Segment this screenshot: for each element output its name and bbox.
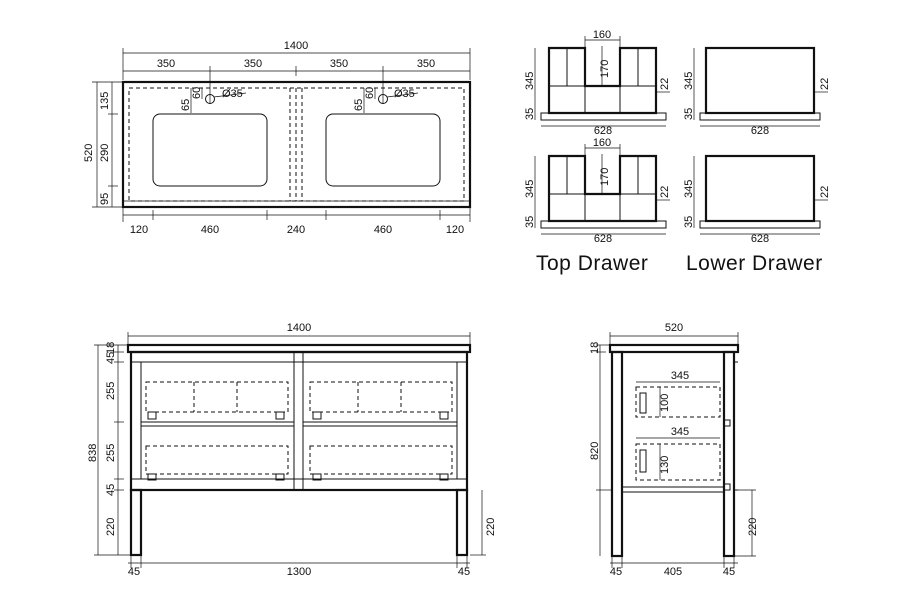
front-height-top: 18 (105, 342, 117, 354)
lower-drawer-2-width: 628 (751, 233, 769, 245)
lower-drawer-section-1: 22 345 35 628 (683, 46, 831, 137)
side-bottom-seg-3: 45 (723, 566, 735, 578)
top-drawer-2-offset: 22 (659, 186, 671, 198)
top-drawer-1-base: 35 (524, 108, 536, 120)
top-bottom-seg-4: 460 (374, 224, 392, 236)
top-depth: 520 (83, 144, 95, 162)
tap-hole-right-diameter: Ø35 (394, 88, 415, 100)
basin-left (152, 113, 268, 187)
tap-offset-right-b: 60 (364, 87, 376, 99)
top-drawer-section-2: 160 170 22 345 35 628 (524, 137, 671, 245)
side-drawer-depth-upper: 345 (671, 370, 689, 382)
front-bottom-seg-2: 1300 (287, 566, 311, 578)
top-left-seg-1: 135 (99, 92, 111, 110)
top-drawer-2-base: 35 (524, 216, 536, 228)
top-left-seg-2: 290 (99, 144, 111, 162)
front-height-rail: 45 (105, 352, 117, 364)
top-segment-4: 350 (417, 58, 435, 70)
side-drawer-height-lower: 130 (659, 456, 671, 474)
front-right-height: 220 (485, 518, 497, 536)
front-bottom-seg-3: 45 (458, 566, 470, 578)
side-drawer-height-upper: 100 (659, 394, 671, 412)
side-depth: 520 (665, 322, 683, 334)
front-height-bottom-rail: 45 (105, 484, 117, 496)
top-bottom-seg-5: 120 (446, 224, 464, 236)
top-segment-3: 350 (330, 58, 348, 70)
top-segment-2: 350 (244, 58, 262, 70)
side-drawer-depth-lower: 345 (671, 426, 689, 438)
lower-drawer-2-offset: 22 (819, 186, 831, 198)
lower-drawer-2-height: 345 (683, 180, 695, 198)
tap-offset-right-a: 65 (353, 99, 365, 111)
top-drawer-1-width: 628 (594, 125, 612, 137)
basin-right (325, 113, 441, 187)
lower-drawer-section-2: 22 345 35 628 (683, 154, 831, 245)
front-overall-width: 1400 (287, 322, 311, 334)
top-drawer-1-height-inner: 170 (599, 60, 611, 78)
top-drawer-2-height: 345 (524, 180, 536, 198)
side-bottom-seg-2: 405 (664, 566, 682, 578)
side-view: 520 345 100 345 130 18 820 220 (589, 322, 759, 578)
caption-lower-drawer: Lower Drawer (686, 252, 823, 275)
top-overall-width: 1400 (284, 40, 308, 52)
top-drawer-section-1: 160 170 22 345 35 628 (524, 29, 671, 137)
top-drawer-1-offset: 22 (659, 78, 671, 90)
front-total-height: 838 (87, 444, 99, 462)
lower-drawer-1-offset: 22 (819, 78, 831, 90)
top-left-seg-3: 95 (99, 193, 111, 205)
front-bottom-seg-1: 45 (128, 566, 140, 578)
side-top-thickness: 18 (589, 342, 601, 354)
top-view: 1400 350 350 350 350 Ø35 65 60 Ø35 65 (83, 40, 472, 236)
lower-drawer-1-width: 628 (751, 125, 769, 137)
caption-top-drawer: Top Drawer (536, 252, 648, 275)
lower-drawer-2-base: 35 (683, 216, 695, 228)
lower-drawer-1-height: 345 (683, 72, 695, 90)
vanity-top-outline (121, 80, 472, 209)
front-height-drawer-2: 255 (105, 444, 117, 462)
side-height: 820 (589, 442, 601, 460)
top-drawer-2-width-top: 160 (593, 137, 611, 149)
tap-hole-left-diameter: Ø35 (222, 88, 243, 100)
top-bottom-seg-3: 240 (287, 224, 305, 236)
tap-offset-left-b: 60 (191, 87, 203, 99)
front-height-drawer-1: 255 (105, 382, 117, 400)
top-bottom-seg-1: 120 (130, 224, 148, 236)
front-height-leg: 220 (105, 518, 117, 536)
top-drawer-2-height-inner: 170 (599, 168, 611, 186)
top-drawer-2-width: 628 (594, 233, 612, 245)
tap-offset-left-a: 65 (180, 99, 192, 111)
front-view: 1400 838 (87, 322, 497, 578)
top-bottom-seg-2: 460 (201, 224, 219, 236)
side-leg-height: 220 (747, 518, 759, 536)
side-bottom-seg-1: 45 (610, 566, 622, 578)
top-segment-1: 350 (157, 58, 175, 70)
top-drawer-1-height: 345 (524, 72, 536, 90)
top-drawer-1-width-top: 160 (593, 29, 611, 41)
lower-drawer-1-base: 35 (683, 108, 695, 120)
